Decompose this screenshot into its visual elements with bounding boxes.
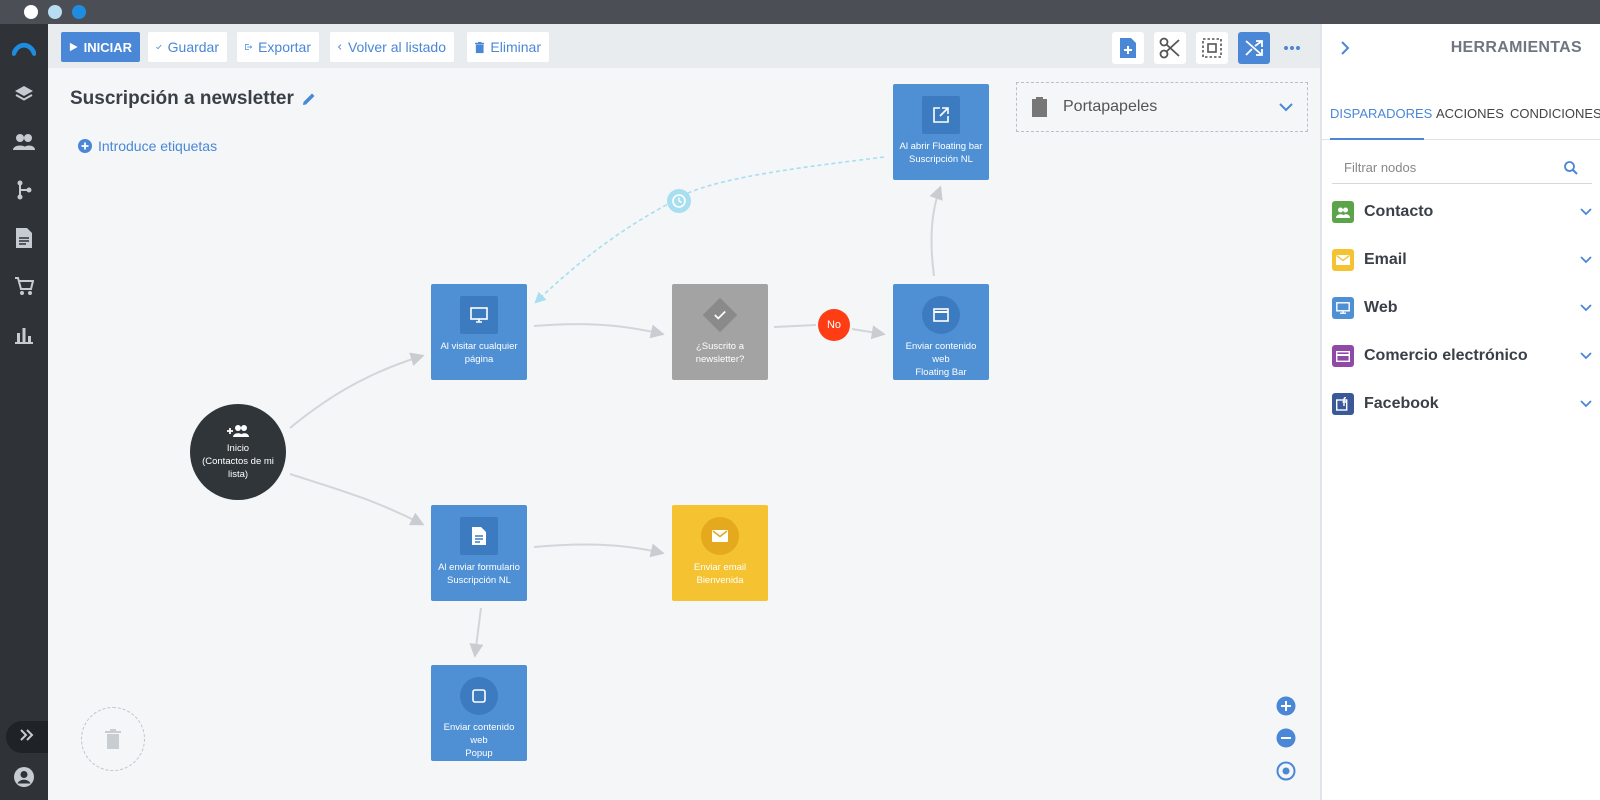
open-external-icon bbox=[933, 107, 949, 123]
add-note-icon bbox=[1120, 38, 1136, 58]
chevron-left-icon bbox=[338, 44, 342, 50]
close-dot[interactable] bbox=[24, 5, 38, 19]
start-button[interactable]: INICIAR bbox=[61, 32, 140, 62]
node-visit-page[interactable]: Al visitar cualquier página bbox=[431, 284, 527, 380]
export-button[interactable]: Exportar bbox=[237, 32, 319, 62]
chevron-right-icon[interactable] bbox=[1340, 41, 1350, 55]
category-email[interactable]: Email bbox=[1332, 245, 1592, 275]
tools-tabs: DISPARADORES ACCIONES CONDICIONES bbox=[1322, 84, 1600, 140]
tools-panel: HERRAMIENTAS DISPARADORES ACCIONES CONDI… bbox=[1320, 24, 1600, 800]
email-icon bbox=[1332, 249, 1354, 271]
auto-layout-button[interactable] bbox=[1238, 32, 1270, 64]
sidebar bbox=[0, 24, 48, 800]
facebook-icon bbox=[1332, 393, 1354, 415]
form-document-icon bbox=[472, 527, 486, 545]
minimize-dot[interactable] bbox=[48, 5, 62, 19]
clipboard-icon bbox=[1032, 97, 1047, 117]
node-form-submit[interactable]: Al enviar formulario Suscripción NL bbox=[431, 505, 527, 601]
plus-circle-icon bbox=[78, 139, 92, 153]
add-tags-link[interactable]: Introduce etiquetas bbox=[78, 138, 217, 154]
filter-nodes-field[interactable] bbox=[1332, 152, 1592, 184]
cart-icon[interactable] bbox=[12, 274, 36, 298]
no-branch-badge: No bbox=[818, 309, 850, 341]
active-tab-indicator bbox=[1330, 138, 1424, 140]
stats-icon[interactable] bbox=[12, 322, 36, 346]
delete-button[interactable]: Eliminar bbox=[467, 32, 549, 62]
plus-circle-icon bbox=[1276, 696, 1296, 716]
document-icon[interactable] bbox=[12, 226, 36, 250]
email-icon bbox=[712, 530, 728, 542]
tools-panel-title: HERRAMIENTAS bbox=[1450, 39, 1582, 56]
window-icon bbox=[933, 308, 949, 322]
chevron-down-icon[interactable] bbox=[1279, 102, 1293, 112]
tab-conditions[interactable]: CONDICIONES bbox=[1510, 106, 1600, 121]
node-floating-bar[interactable]: Enviar contenido web Floating Bar bbox=[893, 284, 989, 380]
contacts-icon[interactable] bbox=[12, 130, 36, 154]
toolbar: INICIAR Guardar Exportar Volver al lista… bbox=[48, 24, 1320, 68]
contacts-icon bbox=[1332, 201, 1354, 223]
monitor-icon bbox=[1332, 297, 1354, 319]
shuffle-icon bbox=[1245, 40, 1263, 56]
category-facebook[interactable]: Facebook bbox=[1332, 389, 1592, 419]
condition-diamond-icon bbox=[702, 297, 738, 333]
back-to-list-button[interactable]: Volver al listado bbox=[330, 32, 454, 62]
add-note-button[interactable] bbox=[1112, 32, 1144, 64]
node-open-floating-bar[interactable]: Al abrir Floating bar Suscripción NL bbox=[893, 84, 989, 180]
delay-clock-icon[interactable] bbox=[667, 189, 691, 213]
page-title: Suscripción a newsletter bbox=[70, 88, 294, 109]
layers-icon[interactable] bbox=[12, 82, 36, 106]
trash-dropzone[interactable] bbox=[81, 707, 145, 771]
search-icon[interactable] bbox=[1564, 160, 1578, 175]
tab-triggers[interactable]: DISPARADORES bbox=[1330, 106, 1433, 121]
double-chevron-right-icon bbox=[19, 728, 35, 747]
save-button[interactable]: Guardar bbox=[148, 32, 227, 62]
export-icon bbox=[245, 43, 253, 51]
start-node[interactable]: Inicio (Contactos de mi lista) bbox=[190, 404, 286, 500]
popup-square-icon bbox=[472, 689, 486, 703]
trash-icon bbox=[105, 729, 121, 749]
expand-sidebar-button[interactable] bbox=[6, 721, 48, 753]
workflow-icon[interactable] bbox=[12, 178, 36, 202]
node-send-email[interactable]: Enviar email Bienvenida bbox=[672, 505, 768, 601]
category-contact[interactable]: Contacto bbox=[1332, 197, 1592, 227]
clipboard-dropzone[interactable]: Portapapeles bbox=[1016, 82, 1308, 132]
chevron-down-icon bbox=[1580, 208, 1592, 216]
chevron-down-icon bbox=[1580, 400, 1592, 408]
check-icon bbox=[156, 44, 162, 50]
tab-actions[interactable]: ACCIONES bbox=[1436, 106, 1504, 121]
add-contacts-icon bbox=[227, 424, 249, 437]
minus-circle-icon bbox=[1276, 728, 1296, 748]
zoom-in-button[interactable] bbox=[1275, 695, 1297, 717]
chevron-down-icon bbox=[1580, 352, 1592, 360]
monitor-icon bbox=[470, 307, 488, 323]
category-web[interactable]: Web bbox=[1332, 293, 1592, 323]
workflow-title: Suscripción a newsletter bbox=[70, 88, 316, 110]
chevron-down-icon bbox=[1580, 304, 1592, 312]
user-icon[interactable] bbox=[12, 765, 36, 789]
filter-nodes-input[interactable] bbox=[1344, 160, 1564, 175]
cut-button[interactable] bbox=[1154, 32, 1186, 64]
center-view-button[interactable] bbox=[1275, 760, 1297, 782]
zoom-out-button[interactable] bbox=[1275, 727, 1297, 749]
node-subscribed-condition[interactable]: ¿Suscrito a newsletter? bbox=[672, 284, 768, 380]
play-icon bbox=[69, 42, 78, 52]
select-area-button[interactable] bbox=[1196, 32, 1228, 64]
node-popup[interactable]: Enviar contenido web Popup bbox=[431, 665, 527, 761]
maximize-dot[interactable] bbox=[72, 5, 86, 19]
pencil-icon[interactable] bbox=[302, 92, 316, 106]
scissors-icon bbox=[1159, 37, 1180, 59]
category-ecommerce[interactable]: Comercio electrónico bbox=[1332, 341, 1592, 371]
logo-icon[interactable] bbox=[12, 36, 36, 60]
more-button[interactable] bbox=[1276, 32, 1308, 64]
chevron-down-icon bbox=[1580, 256, 1592, 264]
card-icon bbox=[1332, 345, 1354, 367]
more-icon bbox=[1284, 46, 1300, 50]
select-area-icon bbox=[1202, 38, 1222, 58]
window-titlebar bbox=[0, 0, 1600, 24]
tools-panel-header: HERRAMIENTAS bbox=[1322, 24, 1600, 72]
target-icon bbox=[1276, 761, 1296, 781]
trash-icon bbox=[475, 41, 485, 53]
